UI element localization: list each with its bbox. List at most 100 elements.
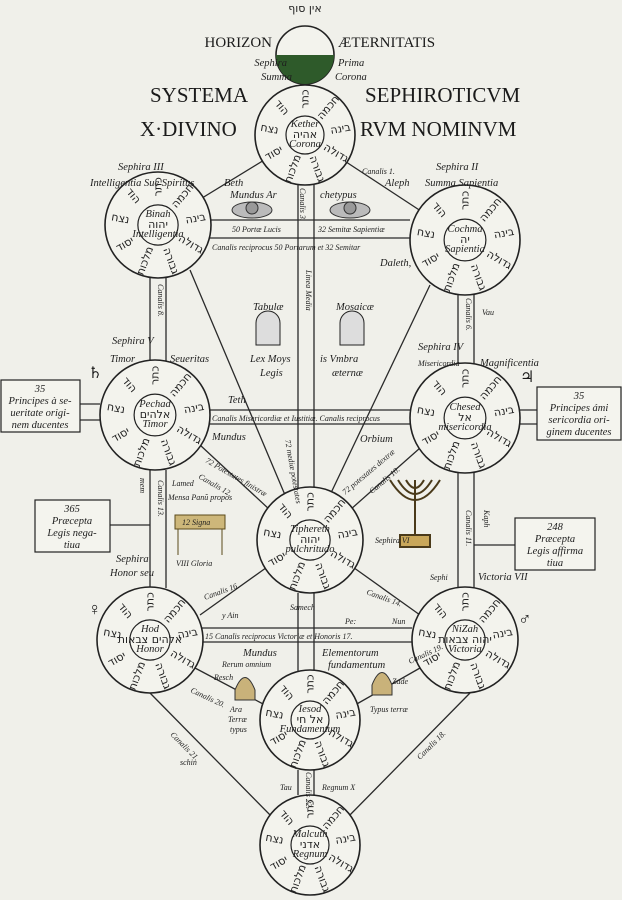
box-line: Principes ámi (549, 403, 609, 414)
horizon-fill (276, 55, 334, 84)
divine-name: אל חי (297, 713, 324, 726)
sephira-name: NiZah (451, 624, 478, 635)
title: SYSTEMA SEPHIROTICVM X·DIVINO RVM NOMINV… (140, 83, 521, 141)
ring-word: כתר (304, 799, 317, 818)
ring-word: כתר (299, 89, 312, 108)
label: Terræ (228, 715, 247, 724)
label: Mosaicæ (335, 302, 374, 313)
label: Lamed (171, 479, 195, 488)
ring-word: כתר (144, 592, 157, 611)
label: Sephira (116, 554, 149, 565)
ring-word: בינה (176, 625, 198, 641)
ring-word: כתר (459, 191, 472, 210)
sephira-name: Tiphereth (290, 524, 330, 535)
sephira-name: Malcuth (292, 829, 328, 840)
label: Canalis 6. (464, 298, 473, 331)
label: Canalis reciprocus 50 Portarum et 32 Sem… (212, 243, 361, 252)
label: fundamentum (328, 660, 386, 671)
tablet-left (255, 310, 281, 346)
box-number: 35 (573, 391, 585, 402)
sephira-meaning: Fundamentum (279, 724, 341, 735)
sephira-meaning: Regnum (292, 849, 328, 860)
ring-word: בינה (334, 706, 356, 722)
label: Canalis 11. (464, 510, 473, 546)
ring-word: נצח (259, 121, 279, 137)
label: Orbium (360, 434, 393, 445)
label: Misericordia (417, 359, 459, 368)
path-nizah-malcuth (344, 692, 471, 821)
inner-circle (285, 115, 325, 155)
label: 32 Semitæ Sapientiæ (317, 225, 385, 234)
label: Sephi (430, 573, 448, 582)
ring-word: כתר (304, 674, 317, 693)
divine-name: יה (460, 233, 470, 246)
label: Lex Moys (249, 354, 291, 365)
divine-name: אדני (300, 838, 320, 851)
label: 15 Canalis reciprocus Victoriæ et Honori… (205, 632, 352, 641)
divine-name: אהיה (293, 128, 317, 141)
ring-word: נצח (110, 210, 130, 226)
label: Summa Sapientia (425, 178, 498, 189)
label: Sephira III (118, 162, 164, 173)
label: Canalis 16. (203, 581, 241, 602)
horizon-aeternitatis: אין סוף HORIZON ÆTERNITATIS Sephira Prim… (205, 2, 435, 85)
label: Intelligentia Sue Spiritus (89, 178, 194, 189)
label-canalis-3: Canalis 3. (298, 188, 307, 221)
sephira-name: Chesed (450, 402, 482, 413)
sephira-name: Iesod (298, 704, 322, 715)
label: Elementorum (321, 648, 379, 659)
title-sephiroticum: SEPHIROTICVM (365, 83, 521, 107)
label: Canalis 1. (362, 167, 395, 176)
sephira-label: Sephira (254, 58, 287, 69)
mars-symbol: ♂ (518, 609, 532, 629)
box-line: tiua (64, 540, 80, 551)
corona-label: Corona (335, 72, 367, 83)
path-binah-tiphereth (189, 269, 286, 496)
ring-word: כתר (152, 177, 165, 196)
label: chetypus (320, 190, 357, 201)
path-pechad-tiphereth (199, 444, 271, 511)
label: Sephira V (112, 336, 155, 347)
sephira-name: Cochma (448, 224, 483, 235)
box-left35: 35 Principes à se- ueritate origi- nem d… (0, 379, 81, 433)
label: Rerum omnium (221, 660, 271, 669)
sephira-name: Kether (290, 119, 320, 130)
label: Canalis 22. (304, 772, 313, 809)
box-line: Præcepta (534, 534, 575, 545)
ring-word: כתר (459, 592, 472, 611)
ring-word: כתר (149, 366, 162, 385)
label: 12 Signa (182, 518, 210, 527)
label: schin (180, 758, 197, 767)
label: Vau (482, 308, 494, 317)
label: Canalis 20. (189, 686, 226, 710)
saturn-symbol: ♄ (88, 365, 102, 382)
box-line: Principes à se- (8, 396, 72, 407)
sephira-name: Pechad (138, 399, 171, 410)
ring-word: בינה (334, 831, 356, 847)
horizon-left-label: HORIZON (205, 35, 273, 51)
box-right35-frame (536, 386, 622, 441)
sephira-meaning: Corona (289, 139, 321, 150)
box-left365: 365 Præcepta Legis nega- tiua (34, 499, 111, 553)
ring-word: נצח (264, 706, 284, 722)
divine-name: יהוה (148, 218, 168, 231)
label: Zade (392, 677, 408, 686)
label: typus (230, 725, 247, 734)
divine-name: יהוה צבאות (438, 633, 492, 646)
inner-circle (290, 825, 330, 865)
table-of-showbread (174, 514, 226, 555)
label: Honor seu (109, 568, 154, 579)
label: Aleph (384, 178, 410, 189)
inner-circle (444, 619, 486, 661)
inner-circle (443, 218, 487, 262)
divine-name: אלהים צבאות (118, 633, 183, 646)
box-line: Præcepta (51, 516, 92, 527)
